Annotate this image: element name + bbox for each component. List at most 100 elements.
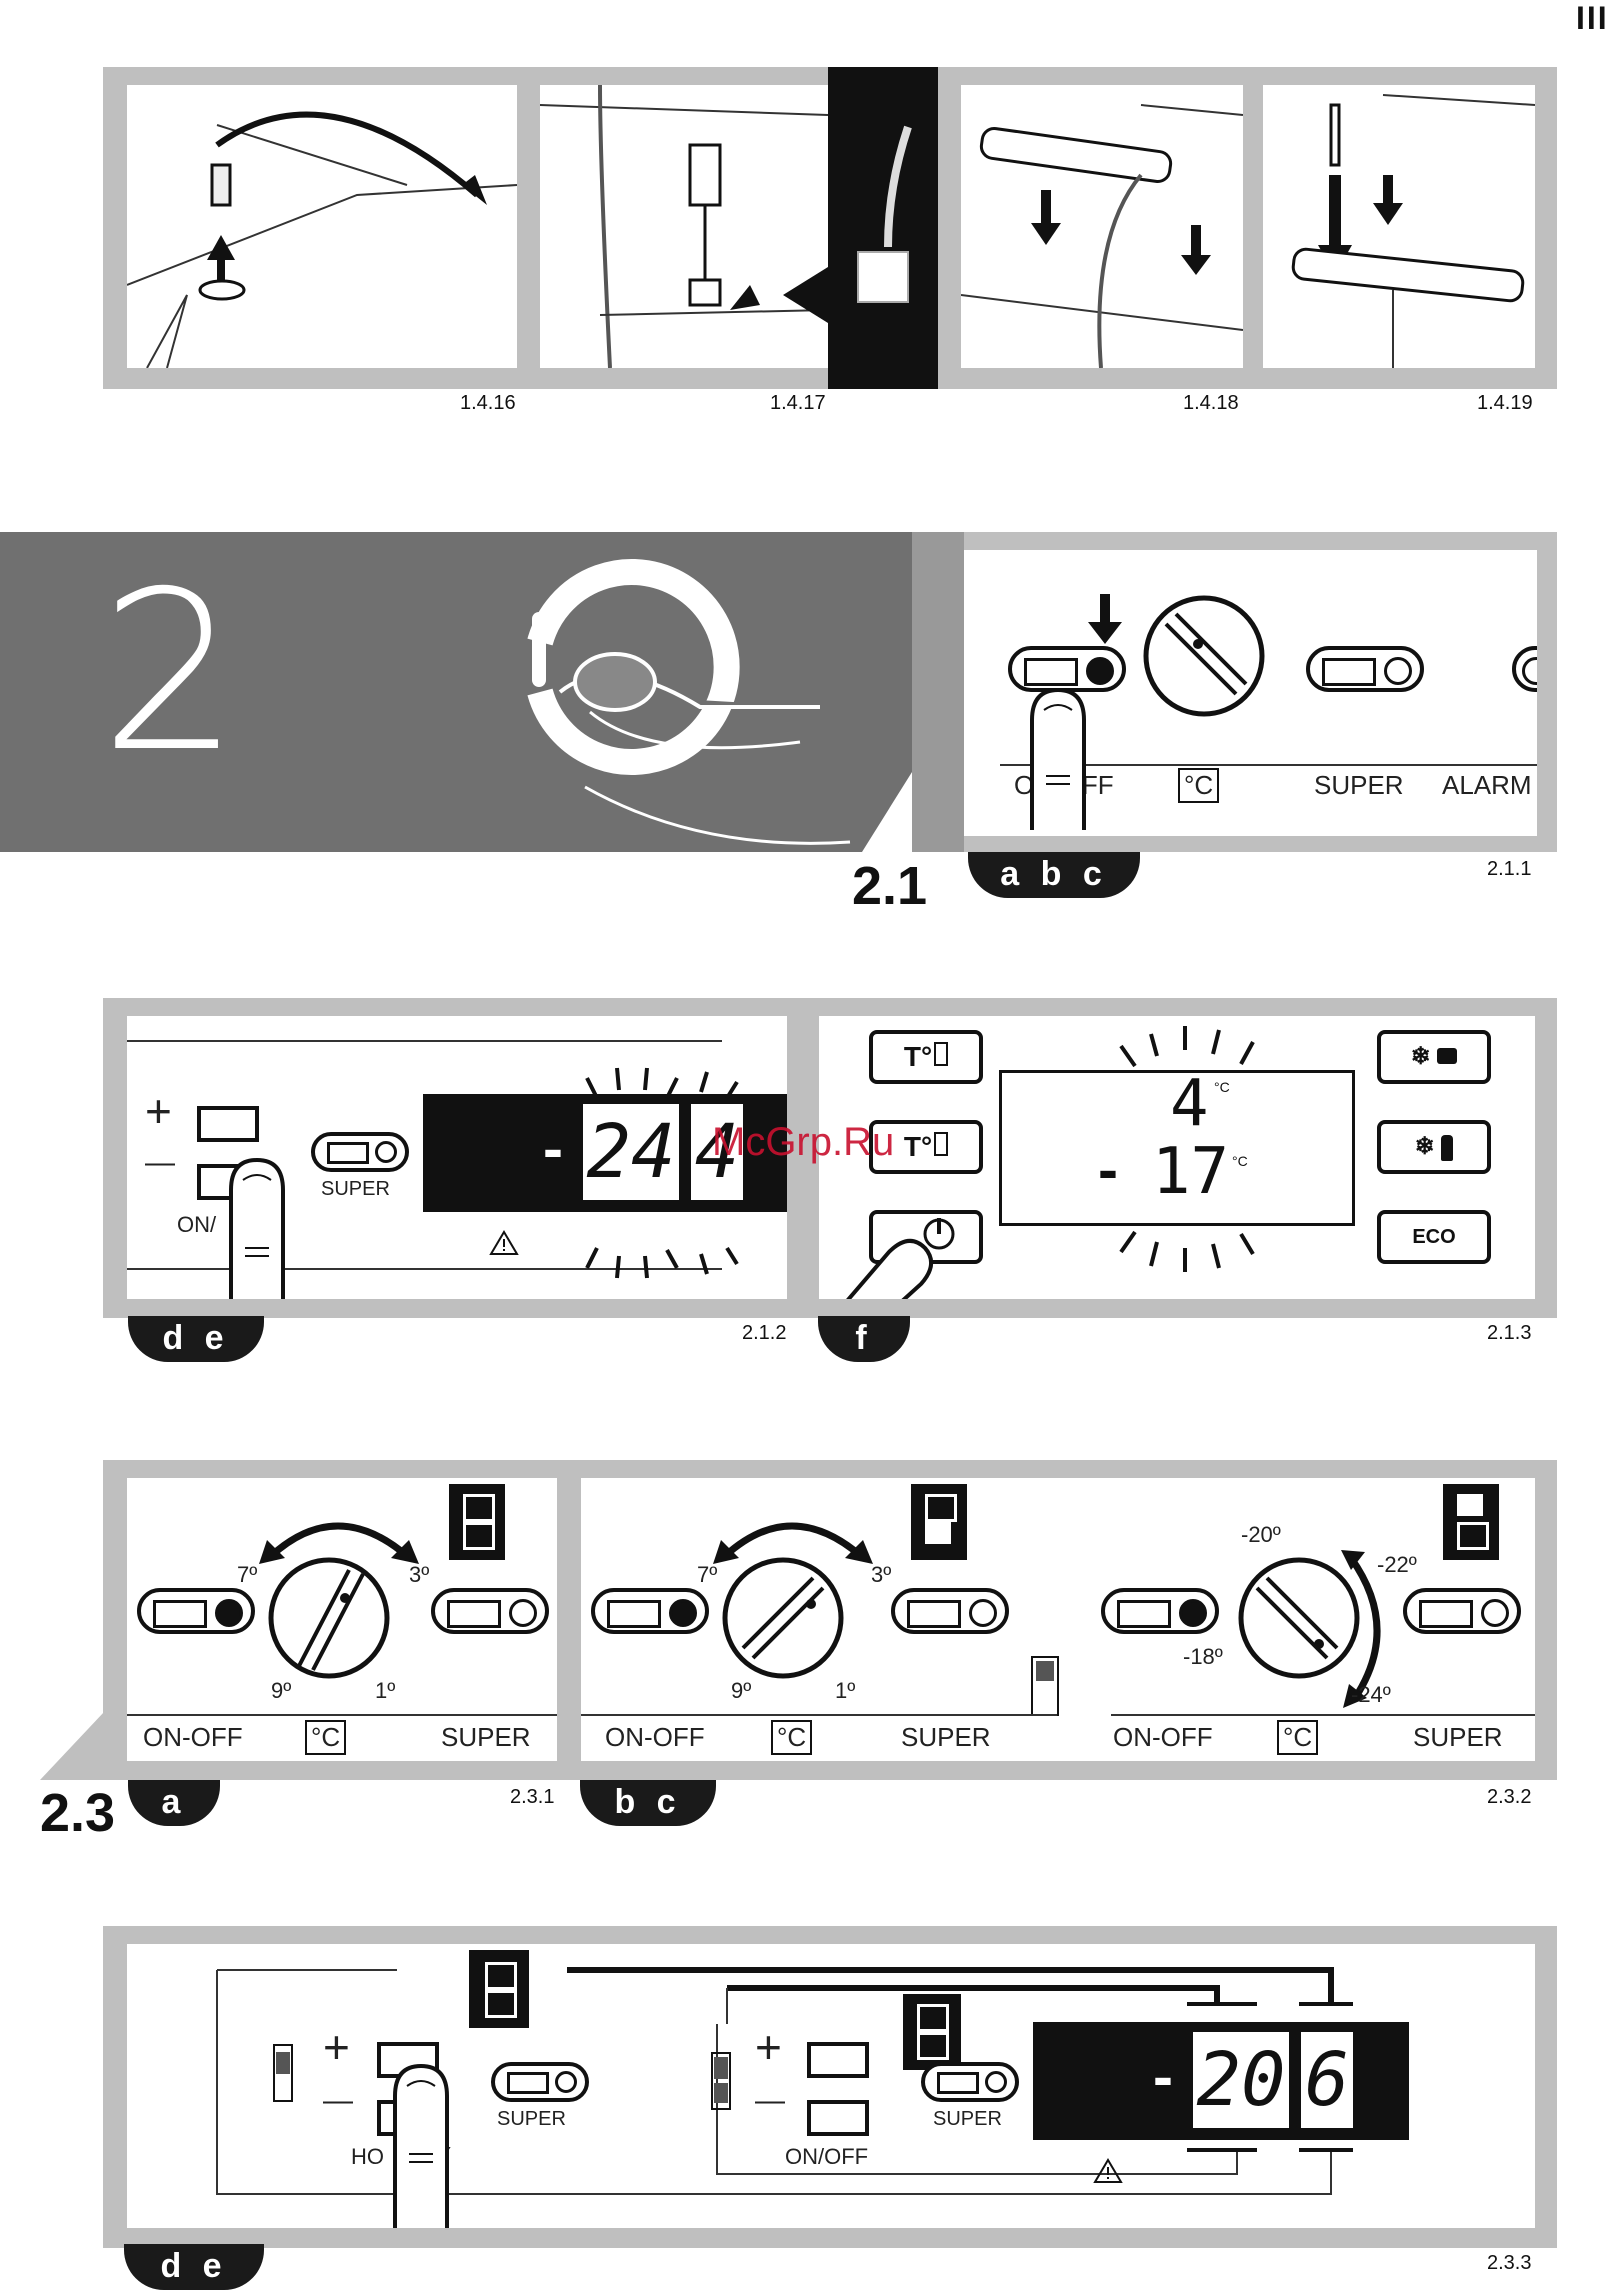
alarm-label: ALARM [1442, 770, 1532, 800]
page-number: III [1576, 0, 1609, 36]
figure-2-1-frame: + — ON/ SUPER - 24 4 T° T° [103, 998, 1557, 1318]
on-off-button[interactable] [137, 1588, 255, 1634]
on-off-label: ON-OFF [143, 1722, 243, 1752]
bottle-cool-button[interactable]: ❄ [1377, 1120, 1491, 1174]
dial-mark-1: 1º [835, 1678, 856, 1703]
warning-icon [1093, 2158, 1123, 2183]
flashing-rays-icon [585, 1067, 739, 1279]
dial-mark-20: -20º [1241, 1522, 1281, 1547]
switch-indicator [911, 1484, 967, 1560]
slider-switch[interactable] [273, 2044, 293, 2102]
dial-mark-9: 9º [271, 1678, 292, 1703]
freezer-on-off-label: ON-OFF [1113, 1722, 1213, 1752]
figure-2-1-1-frame: ON-OFF °C SUPER ALARM [964, 532, 1557, 852]
step-pill-a: a [128, 1780, 220, 1826]
temp-select-button-2[interactable]: T° [869, 1120, 983, 1174]
figure-2-3-3-frame: + — HO Y SUPER + — ON/OFF SUPER - 20 [103, 1926, 1557, 2248]
rotate-arrow-icon [259, 1522, 419, 1564]
figure-label-2-3-3: 2.3.3 [1487, 2252, 1532, 2274]
celsius-label: °C [1178, 768, 1220, 803]
super-button-2[interactable] [921, 2062, 1019, 2102]
eco-button[interactable]: ECO [1377, 1210, 1491, 1264]
super-label: SUPER [901, 1722, 991, 1752]
dial-mark-7: 7º [697, 1562, 718, 1587]
celsius-label: °C [771, 1720, 813, 1755]
super-label: SUPER [1314, 770, 1404, 800]
dial-mark-7: 7º [237, 1562, 258, 1587]
freezer-temp-sign: - [1098, 1136, 1118, 1203]
lcd-display: 4 °C - 17 °C [999, 1067, 1355, 1226]
increase-button[interactable] [197, 1106, 259, 1142]
switch-indicator [469, 1950, 529, 2028]
fridge-icon [934, 1132, 949, 1156]
display-digits-left: 24 [583, 1104, 679, 1200]
holiday-label-start: HO [351, 2144, 384, 2169]
wiring-lines [216, 1967, 1353, 2195]
super-button[interactable] [891, 1588, 1009, 1634]
on-off-button[interactable] [591, 1588, 709, 1634]
panel-bottom-line [127, 1268, 722, 1270]
dial-mark-18: -18º [1183, 1644, 1223, 1669]
display-digit-right: 6 [1301, 2032, 1353, 2128]
on-off-label: ON-OFF [605, 1722, 705, 1752]
super-label-2: SUPER [933, 2108, 1002, 2130]
finger-press-icon [846, 1218, 955, 1299]
rotate-arrow-icon [713, 1522, 873, 1564]
snowflake-icon: ❄ [1414, 1133, 1435, 1160]
figure-label-1-4-19: 1.4.19 [1477, 392, 1533, 414]
temperature-dial[interactable] [722, 1557, 863, 1698]
increase-button-2[interactable] [807, 2042, 869, 2078]
temperature-dial[interactable] [268, 1557, 409, 1698]
slider-switch[interactable] [1031, 1656, 1059, 1716]
figure-1-4-18 [961, 85, 1243, 368]
banner-number: 2 [100, 544, 240, 800]
fast-freeze-button[interactable]: ❄ [1377, 1030, 1491, 1084]
figure-label-1-4-17: 1.4.17 [770, 392, 826, 414]
display-minus: - [1153, 2043, 1173, 2110]
super-button[interactable] [431, 1588, 549, 1634]
hinge-cover-illustration [961, 104, 1243, 368]
dial-mark-3: 3º [409, 1562, 430, 1587]
temperature-display: - 20 6 [1033, 2022, 1409, 2140]
warning-icon [489, 1230, 519, 1255]
minus-sign: — [323, 2084, 353, 2117]
temp-select-button-1[interactable]: T° [869, 1030, 983, 1084]
lid-hinge-illustration [127, 111, 517, 368]
watermark: McGrp.Ru [712, 1120, 895, 1164]
freezer-divider [1111, 1714, 1535, 1716]
super-label: SUPER [497, 2108, 566, 2130]
freezer-super-button[interactable] [1403, 1588, 1521, 1634]
connector-detail-inset [783, 67, 938, 389]
dial-mark-1: 1º [375, 1678, 396, 1703]
freezer-temp-unit: °C [1232, 1153, 1248, 1169]
control-panel-2-3-2: 7º 3º 9º 1º ON-OFF °C SUPER -20º -22º -1… [581, 1478, 1535, 1761]
super-label: SUPER [441, 1722, 531, 1752]
arrow-down-icon [1088, 594, 1122, 644]
temp-label-2: T° [903, 1131, 933, 1162]
freezer-super-label: SUPER [1413, 1722, 1503, 1752]
freezer-on-off-button[interactable] [1101, 1588, 1219, 1634]
plus-sign-2: + [755, 2021, 782, 2073]
panel-divider [1000, 764, 1537, 766]
alarm-button[interactable] [1512, 646, 1537, 692]
freezer-temperature-dial[interactable] [1238, 1557, 1379, 1698]
slider-switch-2[interactable] [711, 2052, 731, 2110]
minus-sign-2: — [755, 2084, 785, 2117]
super-button[interactable] [311, 1132, 409, 1172]
figure-label-2-3-2: 2.3.2 [1487, 1786, 1532, 1808]
freezer-switch-indicator [1443, 1484, 1499, 1560]
flashing-rays-icon [1119, 1026, 1255, 1272]
switch-indicator-2 [903, 1994, 961, 2070]
decrease-button-2[interactable] [807, 2100, 869, 2136]
display-digits-left: 20 [1193, 2032, 1289, 2128]
display-digit-right: 4 [691, 1104, 743, 1200]
temperature-dial[interactable] [1143, 595, 1284, 736]
control-panel-2-1-1: ON-OFF °C SUPER ALARM [964, 550, 1537, 836]
dial-mark-22: -22º [1377, 1552, 1417, 1577]
super-button[interactable] [1306, 646, 1424, 692]
fridge-temp-value: 4 [1170, 1067, 1209, 1141]
cable-connection-illustration [540, 85, 828, 368]
freezer-celsius-label: °C [1277, 1720, 1319, 1755]
super-button[interactable] [491, 2062, 589, 2102]
banner-fold [912, 532, 964, 852]
